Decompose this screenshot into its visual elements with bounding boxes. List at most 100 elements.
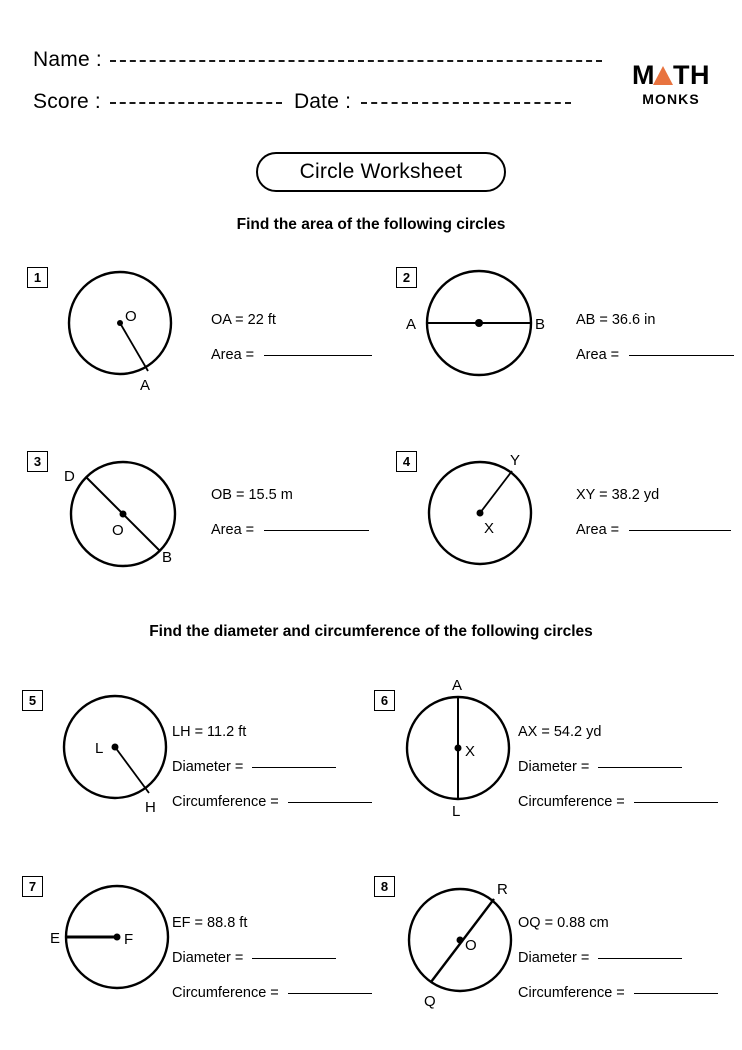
label-center: X <box>484 520 494 537</box>
circle-outline <box>67 270 173 376</box>
section-heading-diameter-circumference: Find the diameter and circumference of t… <box>149 623 593 640</box>
center-dot <box>119 510 127 518</box>
logo-text-math: MATH <box>632 60 710 90</box>
field-label-area: Area = <box>211 347 255 363</box>
answer-row-area-2: Area = <box>576 347 735 363</box>
problem-number-2: 2 <box>396 267 417 288</box>
triangle-icon <box>653 66 673 85</box>
field-label-area: Area = <box>576 522 620 538</box>
section-heading-area: Find the area of the following circles <box>236 216 506 233</box>
label-point: H <box>145 799 156 816</box>
given-value-5: LH = 11.2 ft <box>172 724 247 740</box>
figure-circle-1: O A <box>62 265 182 400</box>
answer-row-circumference-5: Circumference = <box>172 794 372 810</box>
problem-6-text: AX = 54.2 yd Diameter = Circumference = <box>518 724 718 829</box>
answer-row-diameter-5: Diameter = <box>172 759 372 775</box>
logo-wordmark-math: MATH <box>632 62 710 89</box>
field-label-circumference: Circumference = <box>172 985 279 1001</box>
name-label: Name : <box>33 48 102 71</box>
problem-8-text: OQ = 0.88 cm Diameter = Circumference = <box>518 915 718 1020</box>
field-label-diameter: Diameter = <box>518 759 590 775</box>
label-center: F <box>124 931 133 948</box>
given-value-3: OB = 15.5 m <box>211 487 293 503</box>
answer-blank-circumference[interactable] <box>287 993 372 994</box>
label-edge: E <box>50 930 60 947</box>
center-dot <box>476 509 484 517</box>
answer-row-diameter-8: Diameter = <box>518 950 718 966</box>
score-date-row: Score : Date : <box>33 90 572 114</box>
label-center: O <box>465 937 477 954</box>
problem-number-6: 6 <box>374 690 395 711</box>
problem-3-text: OB = 15.5 m Area = <box>211 487 370 557</box>
label-upper: D <box>64 468 75 485</box>
answer-blank-area[interactable] <box>629 355 735 356</box>
date-label: Date : <box>293 90 352 113</box>
label-right: B <box>535 316 545 333</box>
score-blank[interactable] <box>109 102 282 104</box>
answer-blank-diameter[interactable] <box>252 767 337 768</box>
field-label-area: Area = <box>576 347 620 363</box>
label-lower: Q <box>424 993 436 1010</box>
date-blank[interactable] <box>361 102 572 104</box>
figure-circle-3: D O B <box>55 447 195 582</box>
label-left: A <box>406 316 416 333</box>
center-dot <box>475 319 483 327</box>
figure-circle-6: A X L <box>405 668 536 828</box>
answer-blank-area[interactable] <box>264 530 370 531</box>
given-value-2: AB = 36.6 in <box>576 312 656 328</box>
center-dot <box>454 744 462 752</box>
field-label-diameter: Diameter = <box>172 759 244 775</box>
answer-blank-area[interactable] <box>264 355 373 356</box>
field-label-circumference: Circumference = <box>172 794 279 810</box>
problem-5-text: LH = 11.2 ft Diameter = Circumference = <box>172 724 372 829</box>
worksheet-header: Name : Score : Date : MATH MONKS <box>0 0 742 140</box>
circle-outline <box>427 460 533 566</box>
worksheet-title: Circle Worksheet <box>256 152 506 192</box>
page-title: Circle Worksheet <box>299 160 463 183</box>
field-label-diameter: Diameter = <box>518 950 590 966</box>
problem-number-5: 5 <box>22 690 43 711</box>
circle-outline <box>62 694 168 800</box>
label-center: O <box>125 308 137 325</box>
label-point: A <box>140 377 150 394</box>
figure-circle-2: A B <box>404 265 545 395</box>
answer-blank-diameter[interactable] <box>598 958 683 959</box>
answer-row-circumference-8: Circumference = <box>518 985 718 1001</box>
name-row: Name : <box>33 48 602 72</box>
label-point: Y <box>510 452 520 469</box>
answer-blank-circumference[interactable] <box>633 802 718 803</box>
answer-blank-diameter[interactable] <box>252 958 337 959</box>
field-label-circumference: Circumference = <box>518 794 625 810</box>
answer-blank-circumference[interactable] <box>287 802 372 803</box>
label-center: L <box>95 740 103 757</box>
label-center: X <box>465 743 475 760</box>
center-dot <box>456 936 464 944</box>
problem-4-text: XY = 38.2 yd Area = <box>576 487 732 557</box>
problem-number-1: 1 <box>27 267 48 288</box>
radius-segment <box>119 322 149 372</box>
answer-row-area-3: Area = <box>211 522 370 538</box>
radius-segment <box>114 746 150 794</box>
given-value-8: OQ = 0.88 cm <box>518 915 609 931</box>
logo-text-monks: MONKS <box>642 91 700 107</box>
field-label-diameter: Diameter = <box>172 950 244 966</box>
name-blank[interactable] <box>109 60 602 62</box>
radius-segment <box>479 470 513 514</box>
math-monks-logo: MATH MONKS <box>622 62 720 107</box>
given-value-6: AX = 54.2 yd <box>518 724 602 740</box>
problem-number-8: 8 <box>374 876 395 897</box>
problem-number-7: 7 <box>22 876 43 897</box>
center-dot <box>117 320 123 326</box>
answer-blank-diameter[interactable] <box>598 767 683 768</box>
answer-blank-area[interactable] <box>629 530 732 531</box>
field-label-circumference: Circumference = <box>518 985 625 1001</box>
circle-outline <box>407 887 513 993</box>
answer-row-area-1: Area = <box>211 347 373 363</box>
label-center: O <box>112 522 124 539</box>
figure-circle-7: E F <box>50 876 185 1001</box>
circle-outline <box>69 460 177 568</box>
problem-number-4: 4 <box>396 451 417 472</box>
answer-blank-circumference[interactable] <box>633 993 718 994</box>
answer-row-diameter-7: Diameter = <box>172 950 372 966</box>
